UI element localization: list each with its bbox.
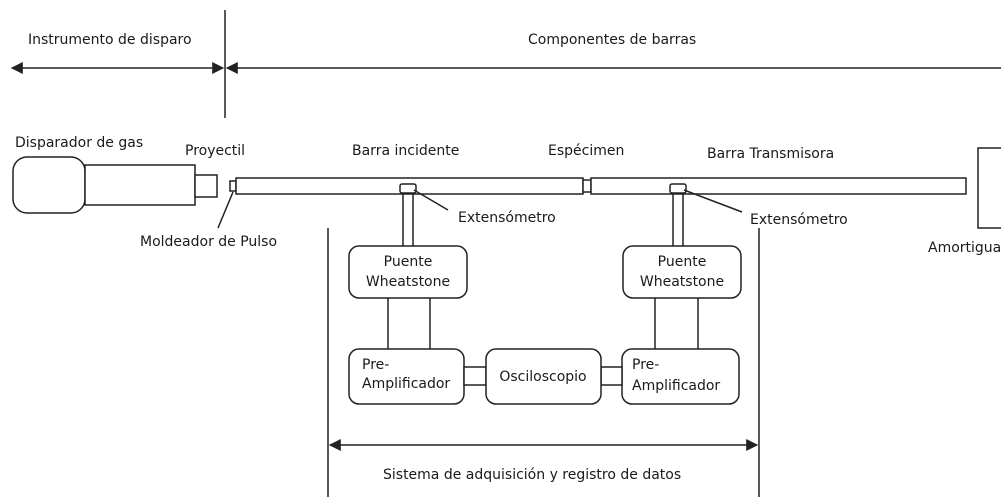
- strain-gauge-1-leader: [413, 189, 449, 211]
- connector-preamp1-scope: [463, 366, 487, 386]
- transmitter-bar-label: Barra Transmisora: [707, 146, 834, 162]
- projectile: [194, 174, 218, 198]
- oscilloscope: [485, 348, 602, 405]
- wheatstone-bridge-2: [622, 245, 742, 299]
- specimen-label: Espécimen: [548, 143, 624, 159]
- connector-scope-preamp2: [600, 366, 623, 386]
- oscilloscope-label: Osciloscopio: [499, 369, 586, 385]
- wheatstone-bridge-1-line1: Puente: [384, 254, 433, 270]
- strain-gauge-1-label: Extensómetro: [458, 210, 556, 226]
- damper: [977, 147, 1001, 229]
- gas-gun-chamber: [12, 156, 86, 214]
- pulse-shaper-label: Moldeador de Pulso: [140, 234, 277, 250]
- preamplifier-1-line2: Amplificador: [362, 376, 450, 392]
- pulse-shaper: [229, 180, 237, 192]
- strain-gauge-2: [669, 183, 687, 194]
- wheatstone-bridge-2-line1: Puente: [658, 254, 707, 270]
- strain-gauge-2-leader: [683, 189, 743, 213]
- incident-bar-label: Barra incidente: [352, 143, 459, 159]
- preamplifier-1-line1: Pre-: [362, 357, 389, 373]
- wheatstone-bridge-2-line2: Wheatstone: [640, 274, 724, 290]
- acquisition-system-label: Sistema de adquisición y registro de dat…: [383, 467, 681, 483]
- strain-gauge-1: [399, 183, 417, 194]
- trigger-instrument-label: Instrumento de disparo: [28, 32, 192, 48]
- specimen: [582, 179, 592, 193]
- strain-gauge-2-label: Extensómetro: [750, 212, 848, 228]
- preamplifier-2-line1: Pre-: [632, 357, 659, 373]
- transmitter-bar: [590, 177, 967, 195]
- gas-gun-barrel: [84, 164, 196, 206]
- projectile-label: Proyectil: [185, 143, 245, 159]
- pulse-shaper-leader: [217, 191, 234, 229]
- preamplifier-2-line2: Amplificador: [632, 378, 720, 394]
- wheatstone-bridge-1: [348, 245, 468, 299]
- wheatstone-bridge-1-line2: Wheatstone: [366, 274, 450, 290]
- gas-gun-label: Disparador de gas: [15, 135, 143, 151]
- bar-components-label: Componentes de barras: [528, 32, 696, 48]
- damper-label: Amortiguador: [928, 240, 1001, 256]
